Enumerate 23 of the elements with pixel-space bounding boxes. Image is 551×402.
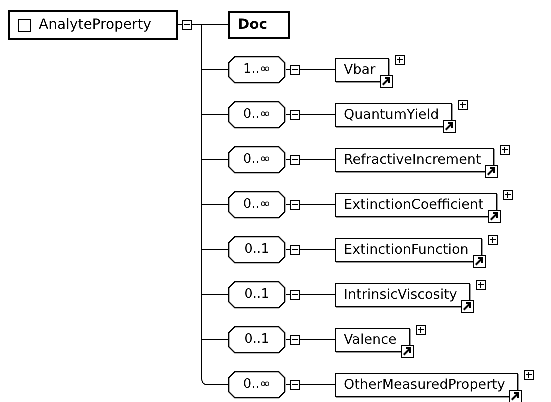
connector-line bbox=[286, 114, 336, 116]
cardinality-octagon: 0..1 bbox=[228, 326, 286, 354]
connector-line bbox=[286, 294, 336, 296]
cardinality-octagon: 0..∞ bbox=[228, 101, 286, 129]
element-box: ExtinctionFunction bbox=[335, 238, 482, 262]
element-name: AnalyteProperty bbox=[39, 16, 152, 34]
element-box: Valence bbox=[335, 328, 410, 352]
connector-line bbox=[286, 204, 336, 206]
root-element-box bbox=[8, 10, 178, 40]
element-box: QuantumYield bbox=[335, 103, 452, 127]
element-box: Doc bbox=[228, 11, 290, 39]
connector-line bbox=[286, 384, 336, 386]
cardinality-octagon: 1..∞ bbox=[228, 56, 286, 84]
element-box: OtherMeasuredProperty bbox=[335, 373, 518, 397]
element-box: Vbar bbox=[335, 58, 389, 82]
cardinality-octagon: 0..1 bbox=[228, 281, 286, 309]
element-box: ExtinctionCoefficient bbox=[335, 193, 497, 217]
cardinality-octagon: 0..1 bbox=[228, 236, 286, 264]
cardinality-octagon: 0..∞ bbox=[228, 146, 286, 174]
element-box: RefractiveIncrement bbox=[335, 148, 494, 172]
element-box: IntrinsicViscosity bbox=[335, 283, 470, 307]
cardinality-octagon: 0..∞ bbox=[228, 371, 286, 399]
cardinality-octagon: 0..∞ bbox=[228, 191, 286, 219]
